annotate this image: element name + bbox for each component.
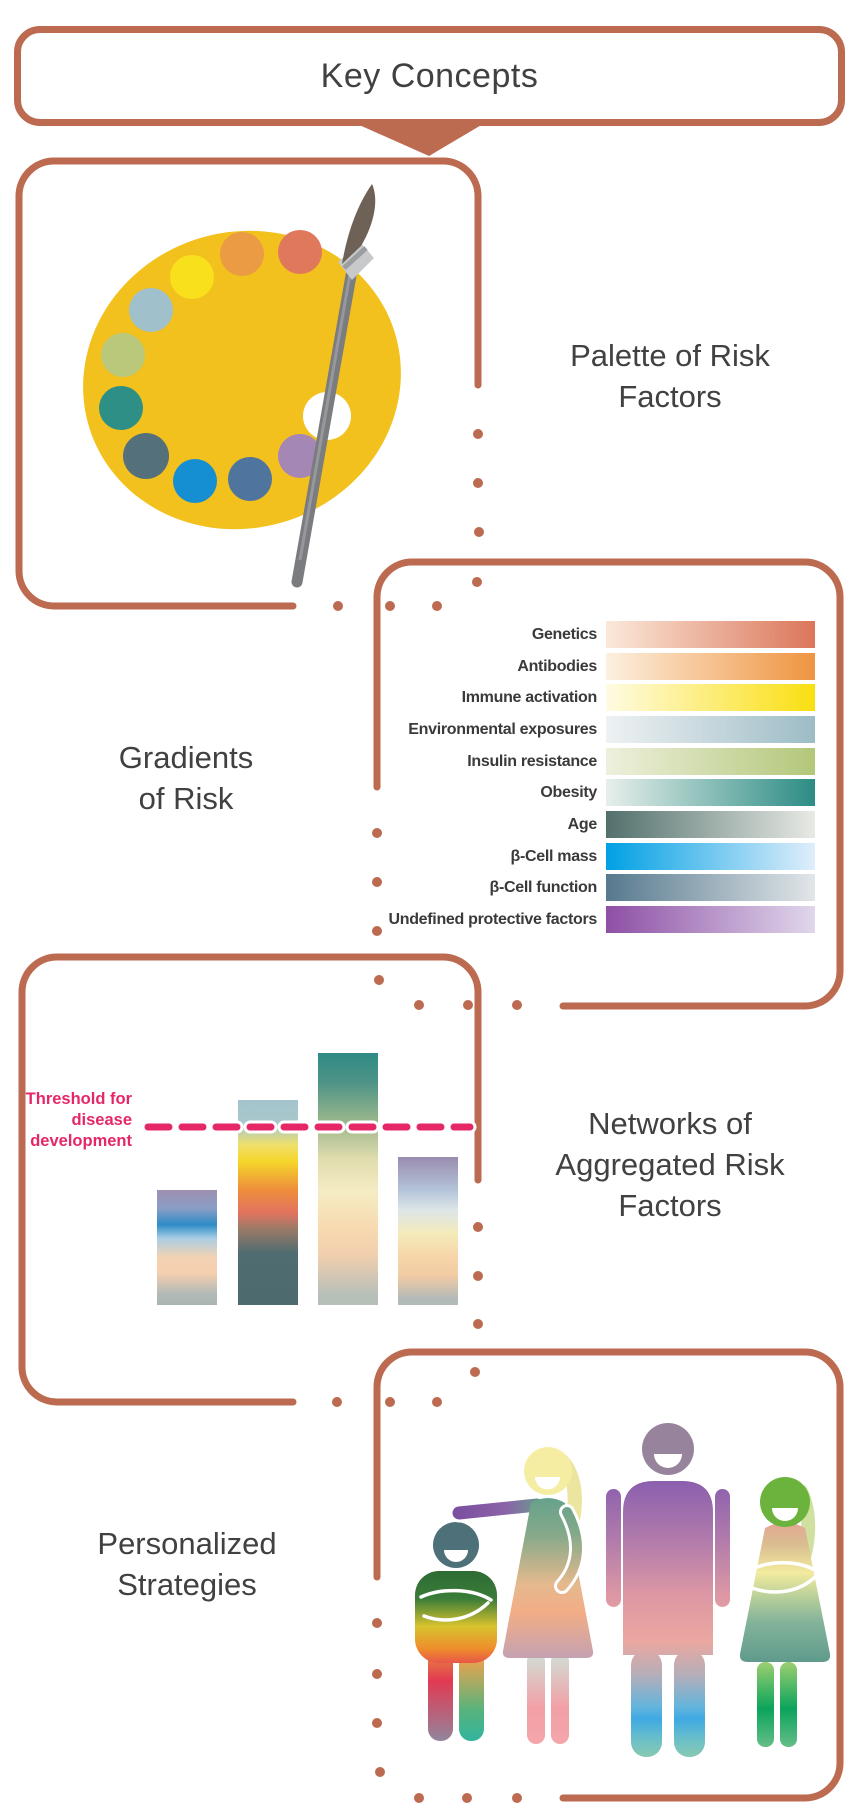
personalized-section-label: Personalized Strategies <box>97 1526 277 1602</box>
gradient-row-label: β-Cell mass <box>510 847 597 865</box>
smile-icon <box>444 1550 468 1562</box>
dress <box>739 1522 831 1662</box>
personalized-box-outline <box>373 1348 844 1802</box>
boy-figure-icon <box>415 1522 497 1741</box>
networks-box-outline <box>18 953 482 1406</box>
gradient-row: Age <box>385 810 822 838</box>
palette-box-outline <box>15 157 482 610</box>
gradient-bar <box>606 779 815 807</box>
gradient-bar <box>606 715 815 743</box>
extended-arm <box>452 1498 544 1520</box>
gradient-row: Obesity <box>385 779 822 807</box>
girl-figure-icon <box>739 1477 831 1747</box>
gradient-row-label: Genetics <box>531 626 597 643</box>
paint-dab-icons <box>99 230 322 503</box>
smile-icon <box>654 1454 682 1468</box>
header-box: Key Concepts <box>14 26 845 126</box>
gradient-row-label: Immune activation <box>461 689 598 707</box>
gradient-bar <box>606 621 815 648</box>
woman-figure-icon <box>449 1447 594 1744</box>
gradient-row-label: Antibodies <box>517 657 597 675</box>
gradient-row: Immune activation <box>385 684 822 712</box>
artist-palette-icon <box>83 184 401 588</box>
dress <box>502 1498 594 1658</box>
aggregated-risk-bar <box>318 1053 378 1305</box>
gradient-row: β-Cell function <box>385 874 822 902</box>
gradient-row-label: Obesity <box>540 784 597 802</box>
gradient-row: Insulin resistance <box>385 747 822 775</box>
smile-icon <box>772 1508 798 1521</box>
ponytail <box>796 1485 816 1571</box>
gradient-row: β-Cell mass <box>385 842 822 870</box>
man-figure-icon <box>606 1423 730 1757</box>
gradient-row: Genetics <box>385 621 822 648</box>
networks-section-label: Networks of Aggregated Risk Factors <box>555 1106 785 1223</box>
gradient-row-label: β-Cell function <box>489 879 598 897</box>
aggregated-risk-bar <box>157 1190 217 1305</box>
gradient-bar <box>606 842 815 870</box>
gradient-bar <box>606 684 815 712</box>
gradient-bar <box>606 810 815 838</box>
gradient-bar <box>606 874 815 902</box>
gradient-bar <box>606 652 815 680</box>
smile-icon <box>535 1477 560 1490</box>
gradient-row-label: Environmental exposures <box>408 720 597 738</box>
down-arrow-icon <box>357 124 483 156</box>
gradients-section-label: Gradients of Risk <box>118 740 254 816</box>
palette-section-label: Palette of Risk Factors <box>570 338 770 414</box>
gradient-row-label: Undefined protective factors <box>388 910 597 928</box>
aggregated-risk-bar <box>238 1100 298 1305</box>
gradient-row: Undefined protective factors <box>385 905 822 933</box>
gradient-row-label: Insulin resistance <box>467 752 597 770</box>
gradient-bar <box>606 747 815 775</box>
gradient-row-label: Age <box>567 815 598 833</box>
family-figures <box>415 1423 831 1757</box>
gradient-row: Environmental exposures <box>385 715 822 743</box>
gradient-bar <box>606 905 815 933</box>
aggregated-risk-bar <box>398 1157 458 1305</box>
paintbrush-icon <box>291 184 376 588</box>
ponytail <box>560 1455 582 1532</box>
threshold-label: Threshold for disease development <box>25 1090 132 1151</box>
gradient-row: Antibodies <box>385 652 822 680</box>
page-title: Key Concepts <box>320 56 539 95</box>
